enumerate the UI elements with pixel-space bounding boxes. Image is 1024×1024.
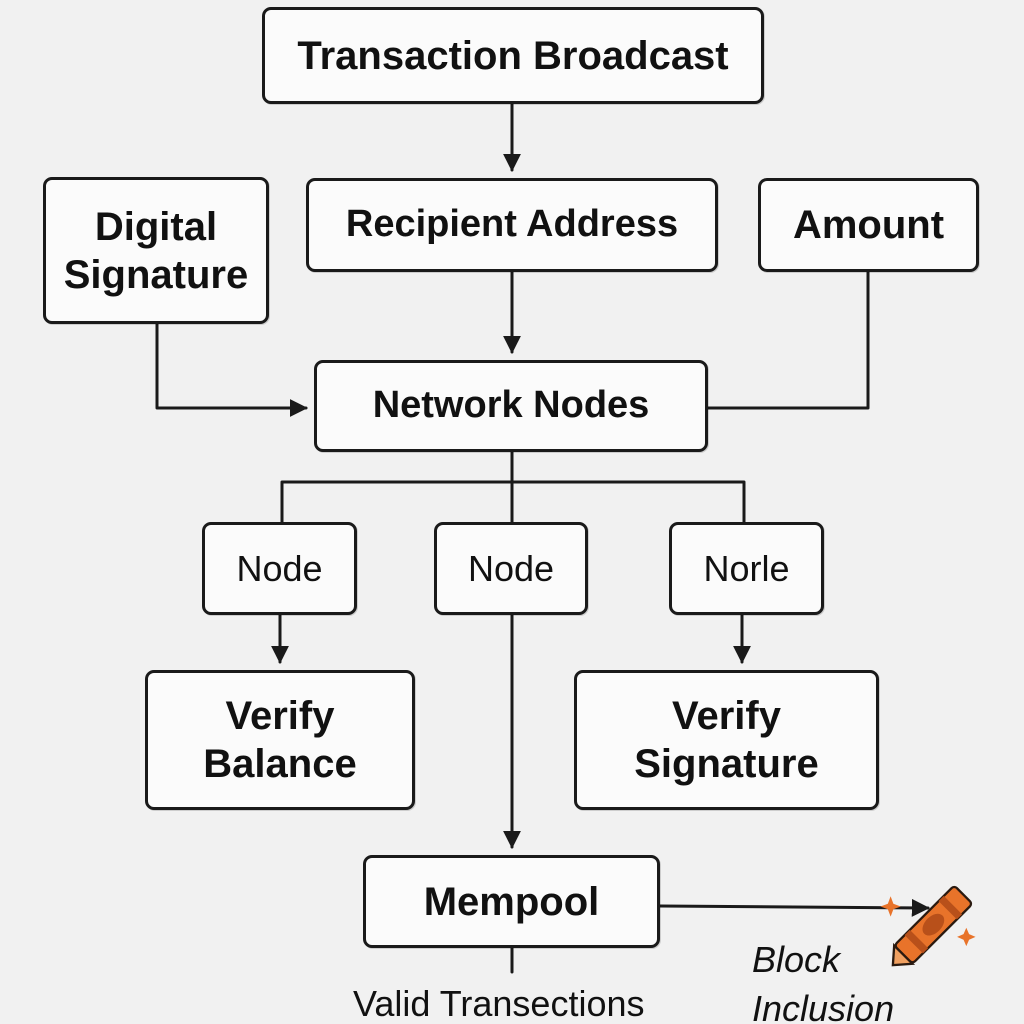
node-node-left: Node xyxy=(202,522,357,615)
node-label: Verify Signature xyxy=(634,694,819,786)
label-block-inclusion-text: Block Inclusion xyxy=(752,939,895,1024)
edge-branch-bus xyxy=(280,480,746,524)
node-verify-balance: Verify Balance xyxy=(145,670,415,810)
node-mempool: Mempool xyxy=(363,855,660,948)
node-digital-signature: Digital Signature xyxy=(43,177,269,324)
crayon-icon xyxy=(880,885,976,967)
node-node-center: Node xyxy=(434,522,588,615)
node-label: Digital Signature xyxy=(63,204,249,297)
node-transaction-broadcast: Transaction Broadcast xyxy=(262,7,764,104)
node-verify-signature: Verify Signature xyxy=(574,670,879,810)
node-amount: Amount xyxy=(758,178,979,272)
node-network-nodes: Network Nodes xyxy=(314,360,708,452)
node-node-right: Norle xyxy=(669,522,824,615)
node-label: Transaction Broadcast xyxy=(297,33,729,78)
node-recipient-address: Recipient Address xyxy=(306,178,718,272)
node-label: Network Nodes xyxy=(372,384,650,427)
label-valid-transactions: Valid Transections xyxy=(353,983,645,1024)
edge-amount-to-network xyxy=(706,270,870,410)
edge-mempool-to-block xyxy=(658,898,930,917)
node-label: Recipient Address xyxy=(345,203,679,246)
node-label: Norle xyxy=(703,547,790,589)
node-label: Amount xyxy=(792,203,945,247)
edge-signature-to-network xyxy=(155,322,308,417)
node-label: Node xyxy=(467,547,555,589)
node-label: Node xyxy=(236,547,323,589)
node-label: Mempool xyxy=(423,879,600,924)
label-block-inclusion: Block Inclusion xyxy=(752,936,894,1024)
node-label: Verify Balance xyxy=(203,694,357,786)
